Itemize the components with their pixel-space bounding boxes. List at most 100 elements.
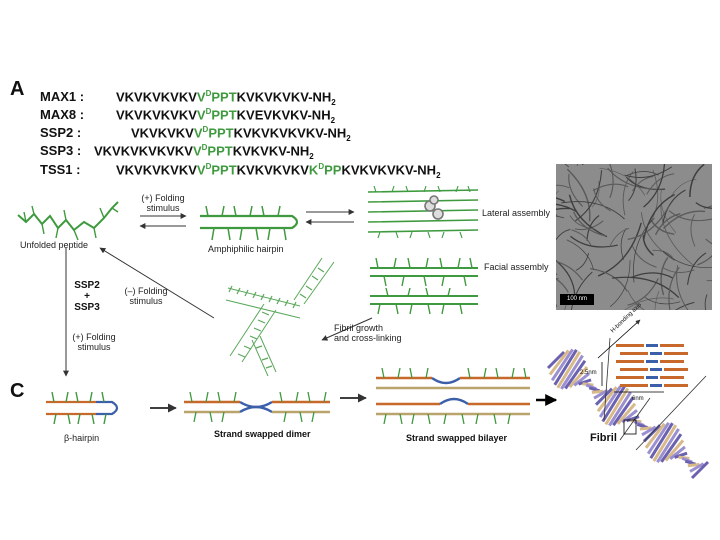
tem-fiber — [556, 259, 576, 296]
label-dim-25: 2.5nm — [580, 370, 597, 376]
label-plus-folding-side: (+) Folding stimulus — [72, 332, 116, 352]
inset-strand-bar — [646, 360, 658, 363]
tem-fiber — [609, 260, 631, 307]
tem-fiber — [561, 201, 625, 220]
seq-name-tss1: TSS1 : — [40, 162, 81, 177]
inset-strand-bar — [616, 360, 644, 363]
seq-max1: VKVKVKVKVVDPPTKVKVKVKV-NH2 — [116, 89, 336, 107]
pathway-arrows — [63, 209, 373, 377]
tem-fiber — [575, 252, 589, 271]
scale-bar: 100 nm — [560, 294, 594, 305]
fibril-strand — [568, 366, 589, 389]
tem-fiber — [695, 202, 712, 209]
fibril-strand — [639, 426, 652, 431]
tem-fiber — [660, 256, 669, 296]
inset-strand-bar — [664, 352, 688, 355]
fibril-strand — [594, 387, 614, 406]
lateral-assembly-drawing — [367, 185, 479, 239]
tem-fiber — [556, 203, 577, 213]
tem-fiber — [556, 184, 570, 189]
fibril-strand — [598, 385, 622, 418]
inset-strand-bar — [664, 368, 688, 371]
fibril-strand — [646, 421, 670, 455]
label-lateral-assembly: Lateral assembly — [482, 208, 551, 218]
inset-strand-bar — [664, 384, 688, 387]
tem-fiber — [625, 176, 666, 191]
label-unfolded-peptide: Unfolded peptide — [20, 240, 89, 250]
inset-strand-bar — [620, 368, 648, 371]
panel-a-letter: A — [10, 78, 25, 100]
label-swapped-bilayer: Strand swapped bilayer — [406, 433, 508, 443]
tem-fiber — [599, 167, 646, 196]
tem-fiber — [660, 205, 695, 267]
fibril-strand — [674, 451, 688, 459]
tem-fiber — [706, 279, 712, 282]
fibril-strand — [608, 391, 632, 427]
tem-fiber — [568, 173, 584, 207]
seq-tss1: VKVKVKVKVVDPPTKVKVKVKVKDPPKVKVKVKV-NH2 — [116, 162, 441, 180]
tem-fiber — [556, 278, 569, 293]
tem-fiber — [660, 188, 677, 233]
tem-fiber — [632, 245, 657, 268]
tem-fiber — [570, 235, 618, 248]
tem-fiber — [662, 189, 686, 225]
fibril-strand — [578, 378, 592, 386]
fibril-strand — [690, 460, 710, 480]
swapped-bilayer-drawing — [376, 367, 530, 425]
tem-fiber — [556, 228, 571, 241]
fibril-strand — [560, 354, 584, 390]
tem-fiber — [676, 265, 689, 310]
swapped-dimer-drawing — [184, 391, 330, 423]
tem-fiber — [689, 164, 705, 197]
fibril-strand — [687, 463, 700, 468]
label-dim-6: 6nm — [632, 396, 644, 402]
tem-fiber — [668, 210, 712, 222]
fibril-strand — [669, 445, 686, 460]
fibril-strand — [546, 350, 566, 370]
tem-fiber — [556, 197, 566, 203]
tem-fiber — [627, 278, 659, 306]
fibril-strand — [649, 422, 674, 459]
hairpin-drawing — [200, 205, 299, 241]
fibril-strand — [652, 424, 678, 462]
fibril-strand — [604, 387, 630, 426]
tem-fiber — [690, 214, 696, 247]
fibril-strand — [664, 439, 685, 462]
label-hairpin: Amphiphilic hairpin — [208, 244, 284, 254]
inset-strand-bar — [650, 384, 662, 387]
inset-strand-bar — [646, 376, 658, 379]
tem-fiber — [556, 207, 570, 211]
seq-name-ssp3: SSP3 : — [40, 143, 82, 158]
label-fibril-growth: Fibril growth and cross-linking — [334, 323, 402, 343]
tem-fiber — [568, 194, 608, 238]
tem-fiber — [628, 168, 637, 202]
tem-fiber — [633, 217, 655, 283]
tem-fiber — [592, 183, 629, 192]
tem-fiber — [626, 171, 659, 176]
tem-fiber — [704, 294, 708, 310]
tem-fiber — [687, 252, 707, 285]
tem-fiber — [571, 229, 592, 247]
fiber-texture — [556, 164, 712, 310]
unfolded-peptide-drawing — [17, 201, 119, 241]
tem-fiber — [644, 297, 681, 305]
panel-c-letter: C — [10, 380, 25, 402]
seq-ssp3: VKVKVKVKVKVVDPPTKVKVKV-NH2 — [94, 143, 314, 161]
fibril-inset-schematic — [597, 319, 707, 451]
arrow-fibril-growth — [321, 317, 373, 341]
tem-fiber — [697, 254, 712, 266]
tem-fiber — [591, 181, 600, 208]
tem-fiber — [630, 272, 674, 279]
tem-fiber — [597, 222, 642, 277]
tem-fiber — [607, 167, 661, 190]
tem-fiber — [612, 276, 680, 299]
tem-fiber — [663, 210, 706, 229]
fibril-strand — [553, 349, 578, 386]
tem-fiber — [705, 238, 712, 245]
fibril-strand — [593, 388, 609, 400]
tem-fiber — [646, 173, 675, 195]
fibril-strand — [556, 351, 582, 389]
tem-fiber — [624, 166, 672, 178]
fibril-strand — [656, 428, 680, 464]
